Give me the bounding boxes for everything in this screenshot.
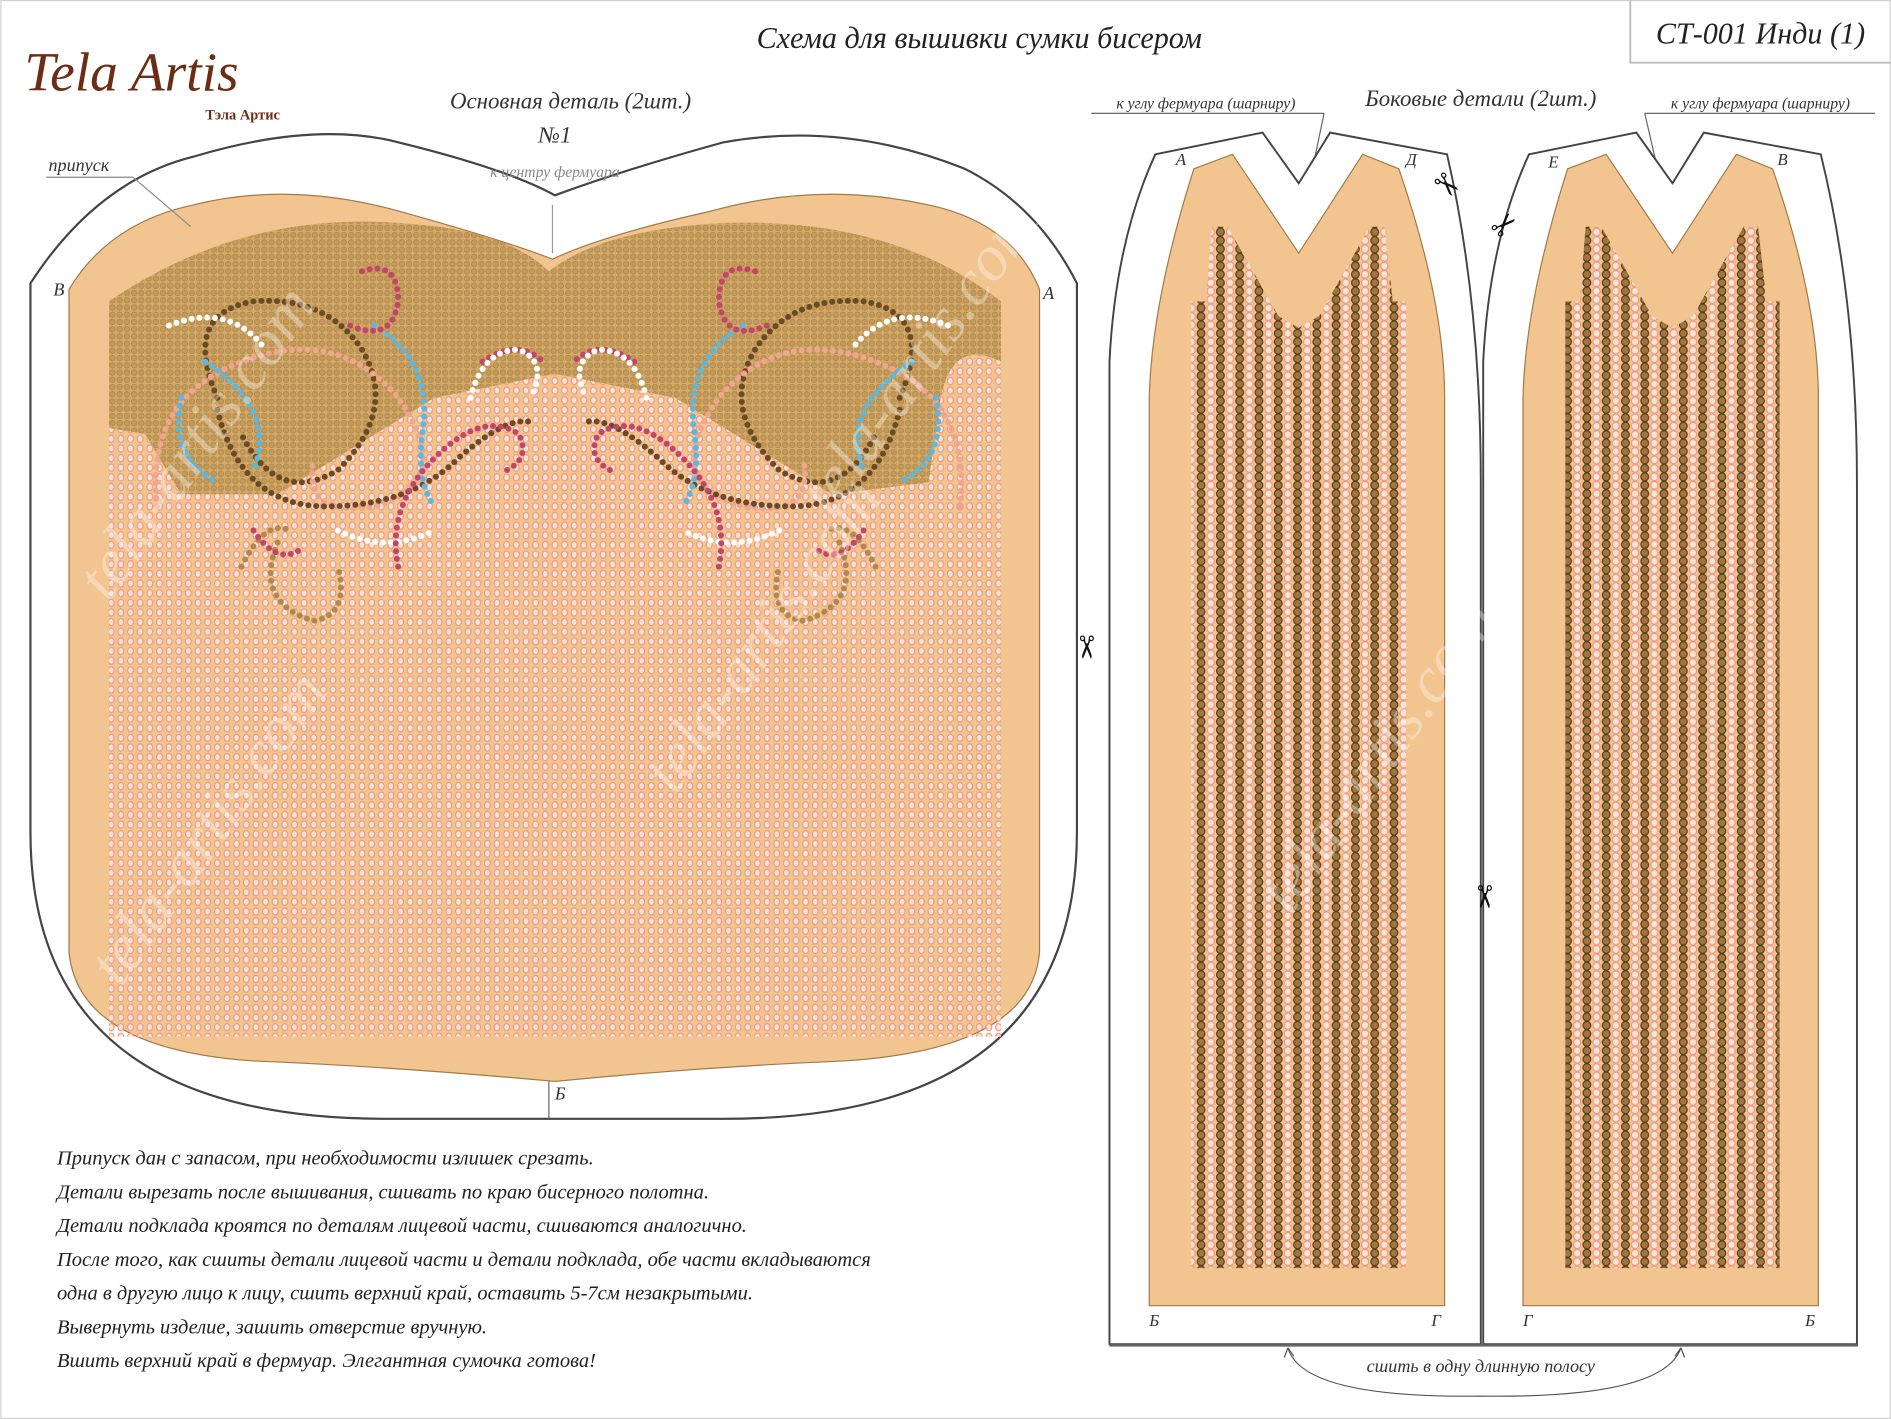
code-box: СТ-001 Инди (1): [1629, 0, 1891, 64]
svg-text:СТ-001 Инди (1): СТ-001 Инди (1): [1656, 16, 1865, 50]
svg-text:припуск: припуск: [49, 155, 110, 175]
svg-text:сшить в одну длинную полосу: сшить в одну длинную полосу: [1367, 1356, 1596, 1376]
svg-text:Вшить верхний край в фермуар.: Вшить верхний край в фермуар. Элегантная…: [57, 1350, 596, 1372]
bead-stripes: [1191, 226, 1407, 1269]
center-label: к центру фермуара: [490, 164, 620, 181]
scissors-icon: ✂: [1068, 634, 1104, 660]
instructions: Припуск дан с запасом, при необходимости…: [55, 1148, 871, 1373]
logo: Tela Artis Тэла Артис: [24, 41, 280, 123]
corner-label-left: В: [53, 279, 64, 299]
svg-text:Тэла Артис: Тэла Артис: [205, 107, 280, 123]
svg-text:к углу фермуара (шарниру): к углу фермуара (шарниру): [1671, 96, 1850, 113]
top-band: [108, 221, 1001, 495]
page-title: Схема для вышивки сумки бисером: [757, 21, 1202, 55]
piece-number: №1: [537, 122, 571, 147]
svg-text:Г: Г: [1522, 1311, 1534, 1330]
svg-text:В: В: [1777, 150, 1787, 169]
svg-text:После того, как сшиты детали л: После того, как сшиты детали лицевой час…: [56, 1249, 871, 1271]
svg-text:А: А: [1175, 150, 1187, 169]
svg-text:Д: Д: [1404, 150, 1418, 169]
bead-stripes: [1565, 226, 1780, 1269]
corner-label-right: А: [1042, 283, 1055, 303]
svg-text:Вывернуть изделие, зашить отве: Вывернуть изделие, зашить отверстие вруч…: [57, 1316, 487, 1338]
main-piece-title: Основная деталь (2шт.): [450, 89, 691, 114]
svg-text:Б: Б: [1148, 1311, 1159, 1330]
main-piece: Основная деталь (2шт.) №1 к центру ферму…: [29, 89, 1078, 1120]
svg-text:Детали подклада кроятся по дет: Детали подклада кроятся по деталям лицев…: [55, 1215, 747, 1237]
corner-label-bottom: Б: [554, 1084, 566, 1104]
scissors-icon: ✂: [1466, 884, 1502, 910]
side-piece-2: Е В Г Б: [1482, 131, 1858, 1346]
side-pieces-title: Боковые детали (2шт.): [1364, 86, 1596, 111]
svg-text:Детали вырезать после вышивани: Детали вырезать после вышивания, сшивать…: [55, 1181, 709, 1203]
svg-text:Tela Artis: Tela Artis: [24, 41, 238, 102]
svg-text:Б: Б: [1804, 1311, 1815, 1330]
side-piece-1: А Д Б Г: [1108, 131, 1482, 1346]
svg-text:Г: Г: [1430, 1311, 1442, 1330]
svg-text:Припуск дан с запасом, при нео: Припуск дан с запасом, при необходимости…: [56, 1148, 594, 1170]
allowance-label: припуск: [46, 155, 192, 228]
svg-text:к углу фермуара (шарниру): к углу фермуара (шарниру): [1116, 96, 1295, 113]
svg-text:одна в другую лицо к лицу, сши: одна в другую лицо к лицу, сшить верхний…: [57, 1283, 753, 1305]
join-arc: сшить в одну длинную полосу: [1283, 1347, 1686, 1397]
svg-text:Е: Е: [1547, 153, 1559, 172]
